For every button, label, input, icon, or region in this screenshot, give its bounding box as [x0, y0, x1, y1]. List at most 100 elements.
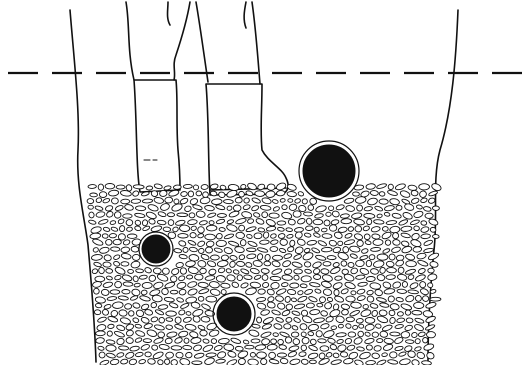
gravel-stone — [94, 309, 101, 314]
gravel-stone — [194, 352, 205, 359]
gravel-stone — [221, 289, 226, 294]
gravel-stone — [187, 288, 198, 296]
gravel-stone — [336, 339, 343, 344]
gravel-stone — [275, 317, 284, 324]
gravel-stone — [331, 359, 342, 365]
gravel-stone — [416, 204, 423, 209]
gravel-stone — [261, 338, 270, 345]
gravel-stone — [110, 247, 119, 252]
gravel-stone — [152, 351, 164, 360]
gravel-stone — [389, 198, 400, 206]
gravel-stone — [159, 344, 170, 351]
gravel-stone — [420, 226, 429, 233]
gravel-stone — [382, 226, 388, 231]
gravel-stone — [243, 274, 252, 280]
gravel-stone — [248, 329, 259, 338]
gravel-stone — [88, 184, 97, 188]
gravel-stone — [282, 274, 293, 280]
gravel-stone — [120, 359, 128, 365]
gravel-stone — [418, 331, 426, 337]
gravel-stone — [145, 352, 151, 357]
gravel-stone — [311, 247, 320, 254]
gravel-stone — [283, 253, 292, 259]
gravel-stone — [345, 338, 353, 345]
gravel-stone — [359, 255, 368, 261]
gravel-stone — [348, 262, 354, 268]
gravel-stone — [260, 331, 271, 339]
gravel-stone — [106, 276, 113, 281]
gravel-stone — [258, 227, 265, 232]
gravel-stone — [306, 217, 313, 225]
gravel-stone — [396, 205, 402, 210]
right-boot — [206, 84, 288, 195]
gravel-stone — [428, 190, 438, 196]
gravel-stone — [95, 296, 106, 304]
gravel-stone — [178, 275, 186, 281]
gravel-stone — [263, 231, 270, 239]
gravel-stone — [96, 331, 106, 336]
gravel-stone — [136, 269, 144, 273]
gravel-stone — [419, 281, 426, 289]
gravel-stone — [261, 211, 269, 219]
gravel-stone — [297, 290, 303, 295]
gravel-stone — [229, 260, 237, 268]
gravel-stone — [114, 275, 122, 281]
gravel-stone — [135, 337, 143, 343]
gravel-stone — [401, 232, 411, 238]
gravel-stone — [396, 297, 404, 302]
gravel-stone — [357, 288, 366, 295]
gravel-stone — [183, 316, 192, 323]
gravel-stone — [328, 206, 334, 211]
gravel-stone — [191, 226, 197, 232]
gravel-stone — [139, 275, 147, 280]
gravel-stone — [323, 288, 332, 296]
gravel-stone — [291, 332, 299, 337]
gravel-stone — [150, 316, 158, 322]
gravel-stone — [267, 301, 276, 309]
gravel-stone — [376, 183, 387, 189]
gravel-stone — [405, 268, 416, 275]
gravel-stone — [150, 302, 157, 309]
gravel-stone — [167, 219, 174, 226]
gravel-stone — [335, 276, 343, 281]
gravel-stone — [304, 269, 312, 274]
gravel-stone — [179, 289, 187, 296]
gravel-stone — [302, 198, 308, 204]
gravel-stone — [218, 338, 229, 344]
gravel-stone — [286, 227, 293, 232]
gravel-stone — [324, 220, 331, 227]
gravel-stone — [379, 310, 387, 317]
gravel-stone — [228, 240, 239, 247]
gravel-stone — [354, 359, 364, 365]
gravel-stone — [355, 196, 366, 204]
gravel-stone — [278, 233, 285, 239]
gravel-stone — [387, 295, 395, 303]
gravel-stone — [226, 205, 232, 211]
gravel-stone — [255, 218, 264, 226]
gravel-stone — [349, 309, 360, 317]
gravel-stone — [272, 255, 282, 260]
gravel-stone — [135, 206, 145, 211]
gravel-stone — [271, 268, 282, 276]
gravel-stone — [198, 248, 205, 254]
gravel-stone — [318, 338, 327, 343]
gravel-stone — [270, 233, 277, 239]
gravel-stone — [215, 204, 225, 210]
gravel-stone — [93, 288, 100, 295]
gravel-stone — [366, 276, 375, 281]
gravel-stone — [340, 351, 348, 357]
gravel-stone — [228, 210, 239, 218]
gravel-stone — [238, 224, 246, 232]
gravel-stone — [147, 203, 159, 212]
gravel-stone — [341, 309, 348, 315]
gravel-stone — [157, 220, 166, 225]
gravel-stone — [198, 282, 209, 288]
gravel-stone — [344, 239, 355, 246]
gravel-stone — [411, 359, 420, 365]
gravel-stone — [138, 359, 146, 365]
gravel-stone — [107, 324, 114, 329]
gravel-stone — [270, 276, 281, 281]
gravel-stone — [309, 309, 320, 315]
gravel-stone — [121, 247, 130, 254]
